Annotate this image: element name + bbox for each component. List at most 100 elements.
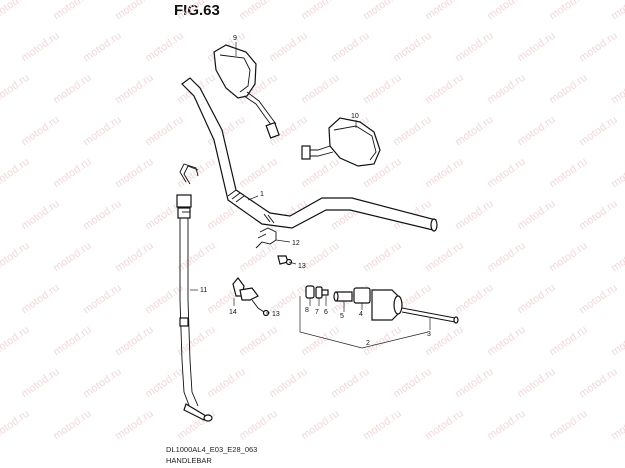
watermark-text: motod.ru xyxy=(547,0,589,22)
watermark-text: motod.ru xyxy=(547,240,589,275)
watermark-text: motod.ru xyxy=(0,240,32,275)
watermark-layer: motod.ru motod.ru motod.ru motod.ru motod.ru… xyxy=(0,0,625,442)
watermark-text: motod.ru xyxy=(51,72,93,107)
watermark-text: motod.ru xyxy=(329,30,371,65)
watermark-text: motod.ru xyxy=(577,198,619,233)
watermark-text: motod.ru xyxy=(113,408,155,443)
bracket-2 xyxy=(299,296,429,349)
watermark-text: motod.ru xyxy=(19,366,61,401)
watermark-text: motod.ru xyxy=(19,114,61,149)
watermark-text: motod.ru xyxy=(267,366,309,401)
watermark-text: motod.ru xyxy=(51,324,93,359)
watermark-text: motod.ru xyxy=(0,72,32,107)
watermark-text: motod.ru xyxy=(423,156,465,191)
watermark-text: motod.ru xyxy=(423,408,465,443)
watermark-text: motod.ru xyxy=(515,198,557,233)
watermark-text: motod.ru xyxy=(19,30,61,65)
handlebar-tube xyxy=(181,77,438,232)
watermark-text: motod.ru xyxy=(423,0,465,22)
cable-clamp-upper xyxy=(255,227,293,266)
callout-numbers: 9 10 1 12 13 11 14 13 8 7 6 5 4 3 2 xyxy=(200,35,431,347)
watermark-text: motod.ru xyxy=(423,240,465,275)
watermark-text: motod.ru xyxy=(237,0,279,22)
callout-13-lower: 13 xyxy=(272,311,280,318)
watermark-text: motod.ru xyxy=(0,156,32,191)
watermark-text: motod.ru xyxy=(361,0,403,22)
watermark-text: motod.ru xyxy=(547,156,589,191)
watermark-text: motod.ru xyxy=(577,30,619,65)
watermark-text: motod.ru xyxy=(329,366,371,401)
watermark-text: motod.ru xyxy=(237,408,279,443)
watermark-text: motod.ru xyxy=(391,366,433,401)
watermark-text: motod.ru xyxy=(267,30,309,65)
watermark-text: motod.ru xyxy=(51,408,93,443)
callout-13-upper: 13 xyxy=(298,263,306,270)
watermark-text: motod.ru xyxy=(51,156,93,191)
watermark-text: motod.ru xyxy=(299,72,341,107)
watermark-text: motod.ru xyxy=(361,240,403,275)
callout-10: 10 xyxy=(351,113,359,120)
watermark-text: motod.ru xyxy=(143,282,185,317)
watermark-text: motod.ru xyxy=(485,156,527,191)
watermark-text: motod.ru xyxy=(577,282,619,317)
watermark-text: motod.ru xyxy=(299,408,341,443)
leader-lines xyxy=(190,42,431,330)
callout-14: 14 xyxy=(229,309,237,316)
watermark-text: motod.ru xyxy=(175,156,217,191)
watermark-text: motod.ru xyxy=(0,324,32,359)
watermark-text: motod.ru xyxy=(237,324,279,359)
watermark-text: motod.ru xyxy=(485,408,527,443)
watermark-text: motod.ru xyxy=(453,282,495,317)
figure-caption: HANDLEBAR xyxy=(166,456,212,465)
throttle-cable xyxy=(176,163,213,422)
watermark-text: motod.ru xyxy=(113,324,155,359)
callout-3: 3 xyxy=(427,331,431,338)
watermark-text: motod.ru xyxy=(485,324,527,359)
callout-5: 5 xyxy=(340,313,344,320)
watermark-text: motod.ru xyxy=(453,30,495,65)
watermark-text: motod.ru xyxy=(0,0,32,22)
watermark-text: motod.ru xyxy=(515,114,557,149)
watermark-text: motod.ru xyxy=(81,366,123,401)
watermark-text: motod.ru xyxy=(361,408,403,443)
watermark-text: motod.ru xyxy=(423,72,465,107)
watermark-text: motod.ru xyxy=(485,0,527,22)
watermark-text: motod.ru xyxy=(113,156,155,191)
callout-9: 9 xyxy=(233,35,237,42)
watermark-text: motod.ru xyxy=(453,198,495,233)
callout-2: 2 xyxy=(366,340,370,347)
watermark-text: motod.ru xyxy=(609,0,625,22)
watermark-text: motod.ru xyxy=(299,0,341,22)
watermark-text: motod.ru xyxy=(485,72,527,107)
watermark-text: motod.ru xyxy=(609,156,625,191)
watermark-text: motod.ru xyxy=(485,240,527,275)
watermark-text: motod.ru xyxy=(81,198,123,233)
watermark-text: motod.ru xyxy=(143,30,185,65)
callout-8: 8 xyxy=(305,307,309,314)
watermark-text: motod.ru xyxy=(547,408,589,443)
callout-1: 1 xyxy=(260,191,264,198)
callout-6: 6 xyxy=(324,309,328,316)
watermark-text: motod.ru xyxy=(51,240,93,275)
watermark-text: motod.ru xyxy=(81,114,123,149)
watermark-text: motod.ru xyxy=(515,366,557,401)
callout-12: 12 xyxy=(292,240,300,247)
left-mirror xyxy=(213,44,280,139)
watermark-text: motod.ru xyxy=(515,282,557,317)
watermark-text: motod.ru xyxy=(547,72,589,107)
watermark-text: motod.ru xyxy=(81,30,123,65)
clamp-lower xyxy=(232,277,270,317)
watermark-text: motod.ru xyxy=(361,72,403,107)
figure-code: DL1000AL4_E03_E28_063 xyxy=(166,445,258,454)
watermark-text: motod.ru xyxy=(113,72,155,107)
watermark-text: motod.ru xyxy=(237,156,279,191)
watermark-text: motod.ru xyxy=(609,324,625,359)
watermark-text: motod.ru xyxy=(609,72,625,107)
watermark-text: motod.ru xyxy=(577,114,619,149)
watermark-text: motod.ru xyxy=(175,240,217,275)
figure-title: FIG.63 xyxy=(174,2,220,19)
callout-7: 7 xyxy=(315,309,319,316)
callout-11: 11 xyxy=(200,287,207,294)
watermark-text: motod.ru xyxy=(391,30,433,65)
